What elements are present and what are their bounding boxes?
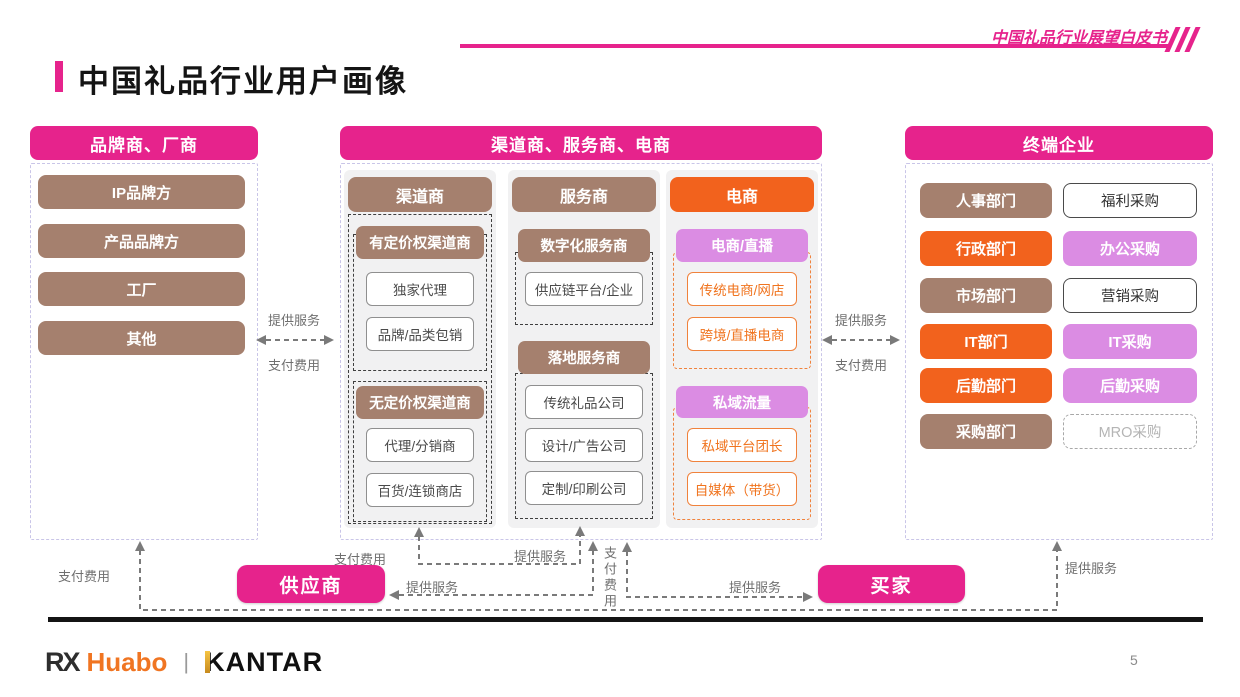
service-header: 服务商	[512, 177, 656, 212]
buyer-button: 买家	[818, 565, 965, 603]
arrowhead-up	[622, 542, 632, 552]
arrowhead-up	[588, 541, 598, 551]
channel-group-frame	[353, 381, 487, 522]
purchase-pill: 后勤采购	[1063, 368, 1197, 403]
arrowhead-right	[890, 335, 900, 345]
huabo-logo: Huabo	[86, 646, 168, 677]
dept-pill: 后勤部门	[920, 368, 1052, 403]
ecommerce-group-title: 电商/直播	[676, 229, 808, 262]
left-item: 工厂	[38, 272, 245, 306]
footer-logos: RX Huabo | KANTAR	[45, 645, 323, 679]
title-accent-bar	[55, 61, 63, 92]
page-number: 5	[1130, 652, 1138, 668]
kantar-logo-text: KANTAR	[205, 646, 324, 677]
purchase-pill: IT采购	[1063, 324, 1197, 359]
arrowhead-up	[1052, 541, 1062, 551]
arrowhead-up	[135, 541, 145, 551]
right-column-frame	[905, 163, 1213, 540]
purchase-box-dashed: MRO采购	[1063, 414, 1197, 449]
footer-rule	[48, 617, 1203, 622]
ecommerce-item: 跨境/直播电商	[687, 317, 797, 351]
flow-label-pay-fee: 支付费用	[334, 552, 387, 567]
flow-label-provide-service: 提供服务	[267, 313, 320, 328]
service-group-title: 落地服务商	[518, 341, 650, 374]
arrowhead-left	[822, 335, 832, 345]
ecommerce-item: 私域平台团长	[687, 428, 797, 462]
logo-divider: |	[183, 649, 190, 674]
flow-label-pay-fee-vertical: 支付费用	[602, 546, 617, 610]
flow-label-provide-service: 提供服务	[406, 580, 459, 595]
kantar-logo: KANTAR	[205, 647, 323, 678]
purchase-pill: 办公采购	[1063, 231, 1197, 266]
channel-item: 代理/分销商	[366, 428, 474, 462]
dept-pill: 人事部门	[920, 183, 1052, 218]
arrowhead-right	[803, 592, 813, 602]
flow-label-provide-service: 提供服务	[1065, 561, 1118, 576]
arrowhead-right	[324, 335, 334, 345]
ecommerce-item: 自媒体（带货）	[687, 472, 797, 506]
flow-label-pay-fee: 支付费用	[58, 569, 111, 584]
flow-label-provide-service: 提供服务	[729, 580, 782, 595]
channel-group-title: 有定价权渠道商	[356, 226, 484, 259]
supplier-button: 供应商	[237, 565, 385, 603]
flow-label-provide-service: 提供服务	[834, 313, 887, 328]
middle-column-frame	[340, 163, 822, 540]
purchase-box: 营销采购	[1063, 278, 1197, 313]
service-item: 设计/广告公司	[525, 428, 643, 462]
rx-logo: RX	[45, 646, 80, 677]
kantar-gold-bar	[205, 650, 211, 673]
channel-outer-frame	[348, 214, 492, 524]
banner-rule	[460, 44, 1168, 48]
service-item: 供应链平台/企业	[525, 272, 643, 306]
ecommerce-group-title: 私域流量	[676, 386, 808, 418]
channel-item: 品牌/品类包销	[366, 317, 474, 351]
left-item: 其他	[38, 321, 245, 355]
left-item: 产品品牌方	[38, 224, 245, 258]
left-column-header: 品牌商、厂商	[30, 126, 258, 160]
channel-group-title: 无定价权渠道商	[356, 386, 484, 419]
whitepaper-label: 中国礼品行业展望白皮书	[990, 30, 1167, 47]
service-group-title: 数字化服务商	[518, 229, 650, 262]
ecommerce-header: 电商	[670, 177, 814, 212]
channel-item: 独家代理	[366, 272, 474, 306]
purchase-box: 福利采购	[1063, 183, 1197, 218]
channel-header: 渠道商	[348, 177, 492, 212]
dept-pill: IT部门	[920, 324, 1052, 359]
service-item: 传统礼品公司	[525, 385, 643, 419]
middle-column-header: 渠道商、服务商、电商	[340, 126, 822, 160]
flow-label-pay-fee: 支付费用	[834, 358, 887, 373]
flow-label-provide-service: 提供服务	[514, 549, 567, 564]
ecommerce-item: 传统电商/网店	[687, 272, 797, 306]
channel-item: 百货/连锁商店	[366, 473, 474, 507]
ecommerce-group-frame	[673, 252, 811, 369]
service-item: 定制/印刷公司	[525, 471, 643, 505]
left-item: IP品牌方	[38, 175, 245, 209]
page-title: 中国礼品行业用户画像	[78, 64, 408, 99]
left-column-frame	[30, 163, 258, 540]
right-column-header: 终端企业	[905, 126, 1213, 160]
dept-pill: 采购部门	[920, 414, 1052, 449]
flow-label-pay-fee: 支付费用	[267, 358, 320, 373]
arrowhead-left	[389, 590, 399, 600]
dept-pill: 市场部门	[920, 278, 1052, 313]
dept-pill: 行政部门	[920, 231, 1052, 266]
